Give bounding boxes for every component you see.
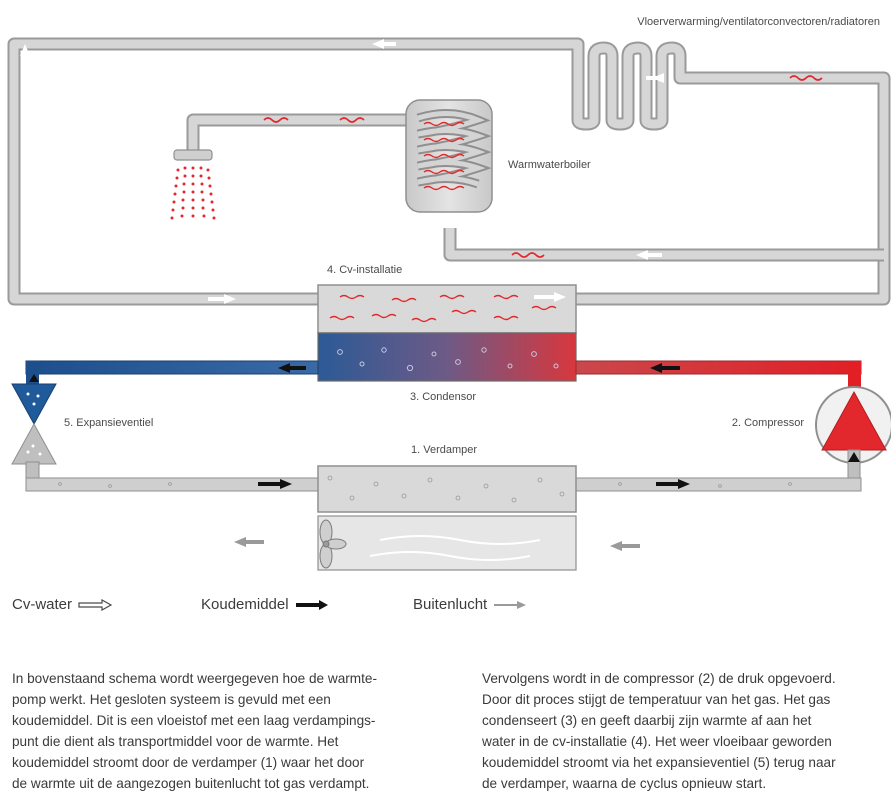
text-line: pomp werkt. Het gesloten systeem is gevu… (12, 692, 331, 707)
text-line: Door dit proces stijgt de temperatuur va… (482, 692, 831, 707)
text-line: In bovenstaand schema wordt weergegeven … (12, 671, 377, 686)
cv-water-arrows (20, 39, 664, 304)
grey-arrow-icon (494, 600, 527, 609)
heat-pump-diagram: Vloerverwarming/ventilatorconvectoren/ra… (7, 16, 891, 571)
text-line: punt die dient als transportmiddel voor … (12, 734, 339, 749)
arrow-icon (636, 250, 648, 260)
label-warmwaterboiler: Warmwaterboiler (508, 159, 591, 171)
legend-cv-water-label: Cv-water (12, 596, 73, 613)
evaporator-line (25, 465, 862, 513)
label-vloerverwarming: Vloerverwarming/ventilatorconvectoren/ra… (637, 16, 880, 28)
arrow-icon (20, 44, 30, 56)
hollow-arrow-icon (78, 598, 113, 611)
warm-water-boiler (405, 99, 493, 213)
explanation-right: Vervolgens wordt in de compressor (2) de… (482, 668, 836, 794)
compressor (815, 386, 891, 483)
legend-buitenlucht: Buitenlucht (413, 596, 527, 613)
outdoor-air-unit (234, 515, 640, 571)
arrow-icon (234, 537, 246, 547)
text-line: Vervolgens wordt in de compressor (2) de… (482, 671, 836, 686)
cv-installation (317, 284, 577, 334)
arrow-icon (610, 541, 622, 551)
text-line: koudemiddel. Dit is een vloeistof met ee… (12, 713, 376, 728)
arrow-icon (372, 39, 384, 49)
refrigerant-cold-line (25, 360, 319, 387)
label-cv-installatie: 4. Cv-installatie (327, 264, 402, 276)
condensor (317, 332, 577, 382)
legend-koudemiddel: Koudemiddel (201, 596, 329, 613)
expansion-valve (11, 383, 57, 491)
cv-water-loop (7, 37, 891, 306)
label-compressor: 2. Compressor (732, 417, 804, 429)
explanation-left: In bovenstaand schema wordt weergegeven … (12, 668, 377, 794)
refrigerant-hot-line (575, 360, 862, 401)
hot-water-waves (263, 75, 823, 258)
legend-buitenlucht-label: Buitenlucht (413, 596, 488, 613)
text-line: de verdamper, waarna de cyclus opnieuw s… (482, 776, 767, 791)
legend-cv-water: Cv-water (12, 596, 113, 613)
black-arrow-icon (295, 599, 328, 610)
text-line: koudemiddel stroomt via het expansievent… (482, 755, 836, 770)
label-expansieventiel: 5. Expansieventiel (64, 417, 153, 429)
label-verdamper: 1. Verdamper (411, 444, 477, 456)
text-line: koudemiddel stroomt door de verdamper (1… (12, 755, 365, 770)
legend-koudemiddel-label: Koudemiddel (201, 596, 289, 613)
text-line: condenseert (3) en geeft daarbij zijn wa… (482, 713, 812, 728)
text-line: de warmte uit de aangezogen buitenlucht … (12, 776, 370, 791)
label-condensor: 3. Condensor (410, 391, 476, 403)
shower-head (170, 149, 216, 220)
fan-icon (319, 519, 347, 569)
text-line: water in de cv-installatie (4). Het weer… (482, 734, 832, 749)
arrow-icon (224, 294, 236, 304)
arrow-icon (554, 292, 566, 302)
